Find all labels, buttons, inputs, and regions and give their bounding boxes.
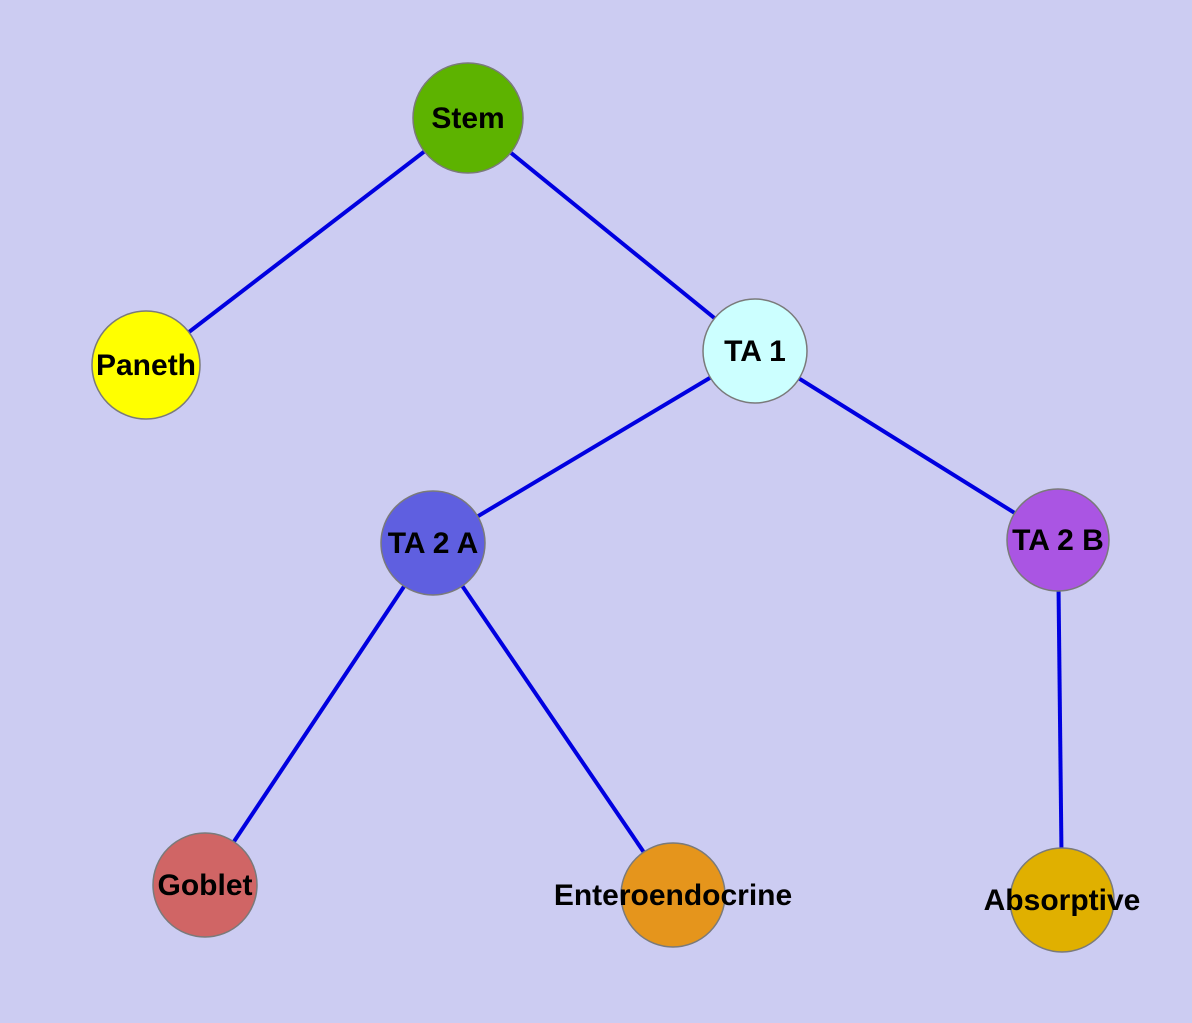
node-goblet	[152, 832, 258, 938]
node-ta1	[702, 298, 808, 404]
edge-stem-ta1	[466, 116, 757, 353]
edge-stem-paneth	[144, 116, 470, 367]
node-label-enteroendocrine: Enteroendocrine	[554, 879, 792, 912]
node-enteroendocrine	[620, 842, 726, 948]
edge-ta2a-enteroendocrine	[431, 541, 675, 897]
node-paneth	[91, 310, 201, 420]
edge-ta1-ta2a	[431, 349, 757, 545]
node-label-absorptive: Absorptive	[984, 884, 1141, 917]
node-stem	[412, 62, 524, 174]
node-absorptive	[1009, 847, 1115, 953]
node-label-stem: Stem	[431, 102, 504, 135]
node-ta2b	[1006, 488, 1110, 592]
node-label-paneth: Paneth	[96, 349, 196, 382]
node-label-ta2b: TA 2 B	[1012, 524, 1104, 557]
node-ta2a	[380, 490, 486, 596]
edge-ta1-ta2b	[753, 349, 1060, 542]
edge-ta2b-absorptive	[1056, 539, 1064, 901]
node-label-goblet: Goblet	[158, 869, 253, 902]
node-label-ta1: TA 1	[724, 335, 786, 368]
node-label-ta2a: TA 2 A	[388, 527, 479, 560]
edge-ta2a-goblet	[203, 541, 435, 887]
